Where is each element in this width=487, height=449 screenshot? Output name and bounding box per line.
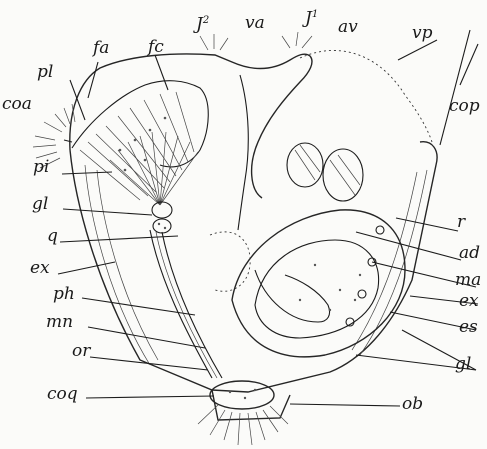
label-j1: J1 [305, 10, 318, 28]
pharynx [150, 230, 222, 378]
label-fc: fc [148, 39, 164, 56]
inner-dashed-outline [210, 232, 250, 291]
label-ma: ma [455, 272, 481, 289]
body-outline [70, 54, 437, 420]
label-fa: fa [93, 40, 109, 57]
basal-cilia [198, 405, 288, 445]
label-coq: coq [47, 386, 78, 403]
label-gl-right: gl [455, 356, 471, 373]
label-r: r [457, 214, 465, 231]
anterior-gland [153, 219, 171, 233]
label-ob: ob [402, 396, 423, 413]
oral-bulb [210, 381, 274, 409]
label-vp: vp [412, 25, 433, 42]
label-mn: mn [46, 314, 73, 331]
label-av: av [338, 19, 358, 36]
label-cop: cop [449, 98, 480, 115]
label-ad: ad [459, 245, 480, 262]
pigment-fan [110, 132, 198, 218]
label-va: va [245, 15, 265, 32]
velum-outline [300, 50, 432, 142]
label-coa: coa [2, 96, 32, 113]
apical-cilia [33, 32, 312, 168]
label-es: es [459, 319, 478, 336]
anterior-vesicle [238, 75, 248, 230]
label-gl-left: gl [32, 196, 48, 213]
leader-lines [58, 30, 478, 406]
label-ex-left: ex [30, 260, 50, 277]
retractor-cluster [287, 143, 363, 201]
frontal-mass [72, 81, 208, 200]
label-or: or [72, 343, 90, 360]
label-ph: ph [53, 286, 75, 303]
label-pi: pi [33, 159, 49, 176]
label-pl: pl [37, 64, 53, 81]
label-j2: J2 [196, 16, 209, 34]
label-ex-right: ex [459, 293, 479, 310]
label-q: q [47, 228, 58, 245]
